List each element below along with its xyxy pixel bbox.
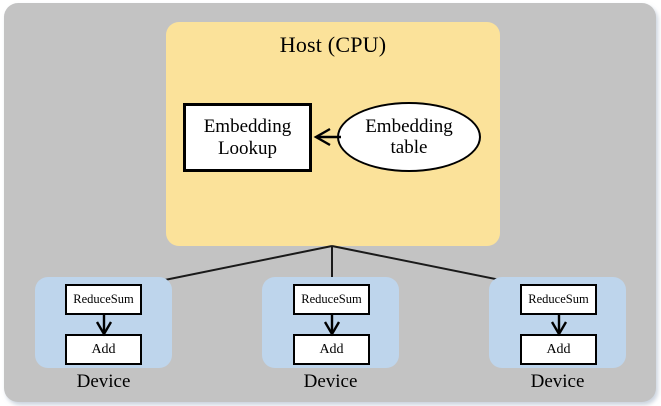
reduce-sum-box-2: ReduceSum <box>293 284 370 315</box>
add-box-1: Add <box>65 334 142 365</box>
host-cpu-title: Host (CPU) <box>279 32 387 57</box>
reduce-sum-label-3: ReduceSum <box>528 292 589 306</box>
add-box-3: Add <box>520 334 597 365</box>
reduce-sum-label-1: ReduceSum <box>73 292 134 306</box>
reduce-sum-box-1: ReduceSum <box>65 284 142 315</box>
embedding-lookup-label: Embedding Lookup <box>203 116 292 159</box>
embedding-table-label: Embedding table <box>365 115 453 158</box>
add-box-2: Add <box>293 334 370 365</box>
device-label-2: Device <box>303 371 358 392</box>
add-label-1: Add <box>91 341 116 357</box>
reduce-sum-box-3: ReduceSum <box>520 284 597 315</box>
reduce-sum-label-2: ReduceSum <box>301 292 362 306</box>
device-label-1: Device <box>76 371 131 392</box>
embedding-lookup-box: Embedding Lookup <box>183 103 312 172</box>
add-label-2: Add <box>319 341 344 357</box>
add-label-3: Add <box>546 341 571 357</box>
embedding-table-ellipse: Embedding table <box>337 102 481 172</box>
device-label-3: Device <box>530 371 585 392</box>
